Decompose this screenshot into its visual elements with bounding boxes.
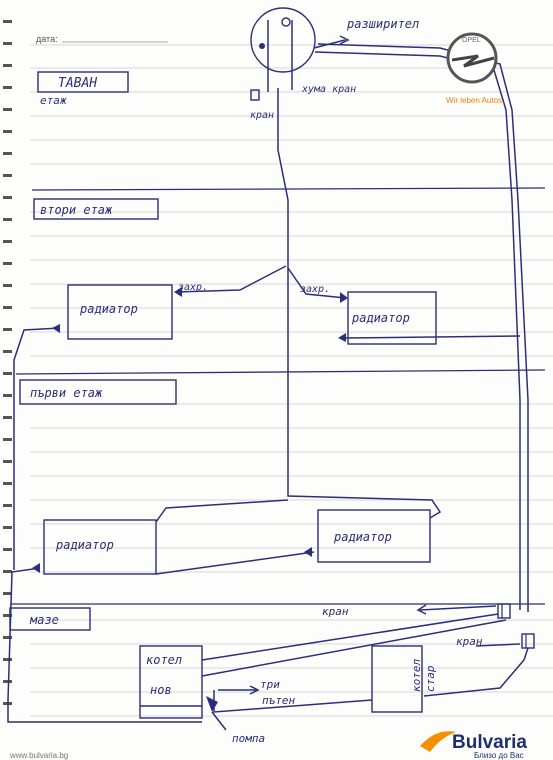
return-mid-first: [155, 551, 315, 575]
tank-label: разширител: [346, 17, 419, 31]
valve-side-right: [521, 633, 535, 649]
three-way-label-1: три: [260, 678, 280, 691]
attic-label: ТАВАН: [58, 76, 97, 91]
side-tap-arrow: [475, 643, 521, 647]
bulvaria-swoosh-icon: [420, 731, 456, 752]
tank-cap: [281, 17, 291, 27]
pump-label: помпа: [232, 732, 265, 745]
radiator-upper-right: [347, 291, 437, 345]
supply-left-label: захр.: [178, 282, 208, 293]
supply-left-arrow: [174, 287, 182, 297]
first-floor-label: първи етаж: [30, 386, 103, 400]
tank-tap-left: [250, 89, 260, 101]
radiator-upper-left: [67, 284, 173, 340]
return-riser: [314, 51, 521, 610]
boiler-new-line2: нов: [150, 683, 172, 697]
tank-valve-dot: [259, 43, 265, 49]
opel-bolt-icon: [451, 54, 495, 68]
return-left-second: [13, 327, 61, 570]
return-left-first-arrow: [32, 563, 40, 573]
three-way-label-2: пътен: [262, 694, 295, 707]
opel-slogan: Wir leben Autos.: [446, 96, 504, 105]
boiler-old: [371, 645, 423, 713]
boiler-new-line1: котел: [146, 653, 182, 667]
boiler-new: [139, 645, 203, 719]
supply-right-label: захр.: [300, 284, 330, 295]
tank-tap-left-label: кран: [250, 110, 274, 121]
attic-note: етаж: [40, 94, 67, 107]
basement-label: мазе: [29, 613, 59, 627]
radiator-lower-left: [43, 519, 157, 575]
old-boiler-return: [423, 647, 529, 697]
supply-pipe-lower-left: [155, 499, 289, 523]
supply-pipe-right: [287, 267, 347, 299]
radiator-lower-right: [317, 509, 431, 563]
radiator-lower-right-label: радиатор: [333, 530, 392, 544]
pump-line: [213, 690, 373, 713]
valve-top-right: [497, 603, 511, 619]
supply-right-arrow: [340, 292, 348, 303]
second-floor-label: втори етаж: [40, 203, 113, 217]
return-left-second-arrow: [52, 324, 60, 333]
bulvaria-website: www.bulvaria.bg: [9, 751, 68, 760]
radiator-upper-right-label: радиатор: [351, 311, 410, 325]
first-floor-label-box: [19, 379, 177, 405]
boiler-old-label: котел стар: [410, 652, 437, 692]
paper-rules: [30, 44, 553, 717]
tank-overflow-arrow-head: [339, 35, 350, 45]
bulvaria-logo: Bulvaria Близо до Вас: [420, 731, 527, 760]
return-right-second-arrow: [338, 333, 346, 342]
return-right-second: [345, 335, 521, 339]
main-riser: [277, 88, 442, 519]
return-mid-first-arrow: [304, 547, 312, 557]
top-tap-label: кран: [322, 605, 349, 618]
pump-arrow: [211, 711, 227, 731]
return-riser-outer: [317, 43, 529, 612]
side-tap-label: кран: [456, 635, 483, 648]
expansion-tank: [250, 7, 316, 73]
basement-return-loop: [7, 700, 202, 723]
return-left-first: [7, 567, 41, 701]
radiator-lower-left-label: радиатор: [55, 538, 114, 552]
top-tap-arrow: [419, 605, 497, 611]
boiler-supply-line: [201, 613, 499, 661]
floor-dividers: [10, 187, 546, 605]
attic-label-box: [37, 71, 129, 93]
boiler-supply-line-2: [201, 619, 507, 677]
three-way-arrow-head: [249, 685, 260, 695]
date-label: дата:: [36, 34, 58, 44]
bulvaria-slogan: Близо до Вас: [474, 751, 524, 760]
tank-tap-right-label: хума кран: [301, 84, 356, 95]
opel-logo: OPEL: [446, 32, 498, 84]
radiator-upper-left-label: радиатор: [79, 302, 138, 316]
opel-name: OPEL: [462, 37, 481, 44]
bulvaria-name: Bulvaria: [452, 732, 527, 753]
supply-pipe-left: [175, 265, 287, 293]
pump-marker: [206, 696, 218, 712]
top-tap-arrow-head: [416, 604, 427, 615]
second-floor-label-box: [33, 198, 159, 220]
